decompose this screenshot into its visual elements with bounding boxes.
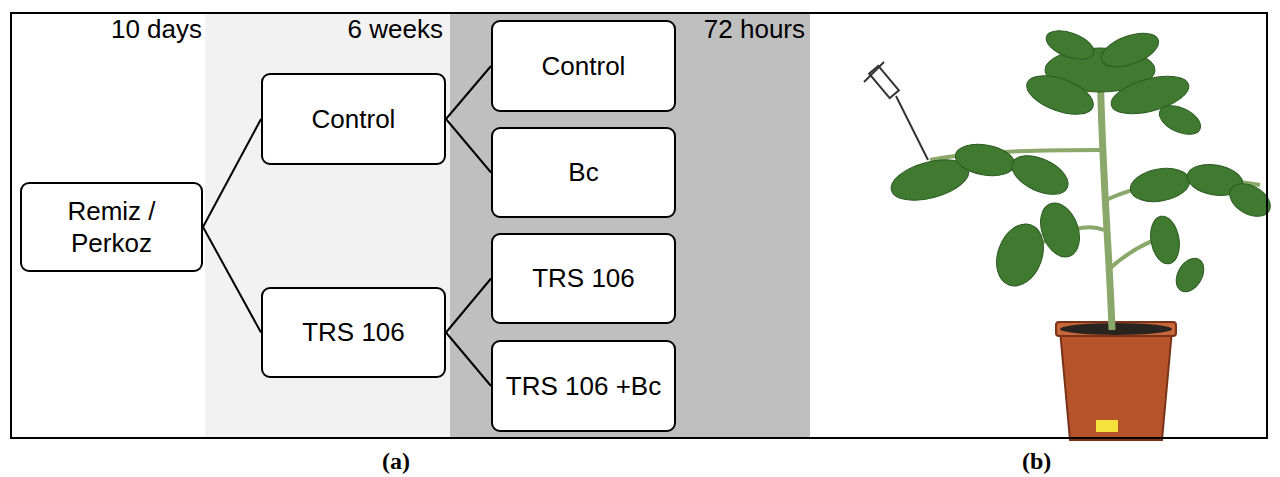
cultivar-box: Remiz / Perkoz: [20, 182, 203, 272]
treatment-box: Control: [491, 20, 676, 112]
treatment-box: Bc: [491, 127, 676, 218]
branch-line: [203, 119, 261, 227]
branch-line: [446, 333, 491, 387]
box-label: Control: [312, 103, 396, 136]
box-label: Bc: [568, 156, 598, 189]
time-label: 72 hours: [704, 14, 805, 45]
box-label: Remiz / Perkoz: [37, 195, 187, 260]
box-label: Control: [542, 50, 626, 83]
time-label: 6 weeks: [348, 14, 443, 45]
treatment-box: TRS 106: [491, 233, 676, 324]
treatment-box: TRS 106 +Bc: [491, 340, 676, 432]
box-label: TRS 106 +Bc: [506, 370, 661, 403]
treatment-box: TRS 106: [261, 287, 446, 378]
branch-line: [203, 227, 261, 333]
branch-line: [446, 66, 491, 119]
branch-line: [446, 279, 491, 333]
box-label: TRS 106: [302, 316, 405, 349]
box-label: TRS 106: [532, 262, 635, 295]
time-label: 10 days: [111, 14, 202, 45]
panel-letter: (b): [1022, 448, 1051, 475]
panel-letter: (a): [382, 448, 410, 475]
treatment-box: Control: [261, 73, 446, 165]
branch-line: [446, 119, 491, 173]
